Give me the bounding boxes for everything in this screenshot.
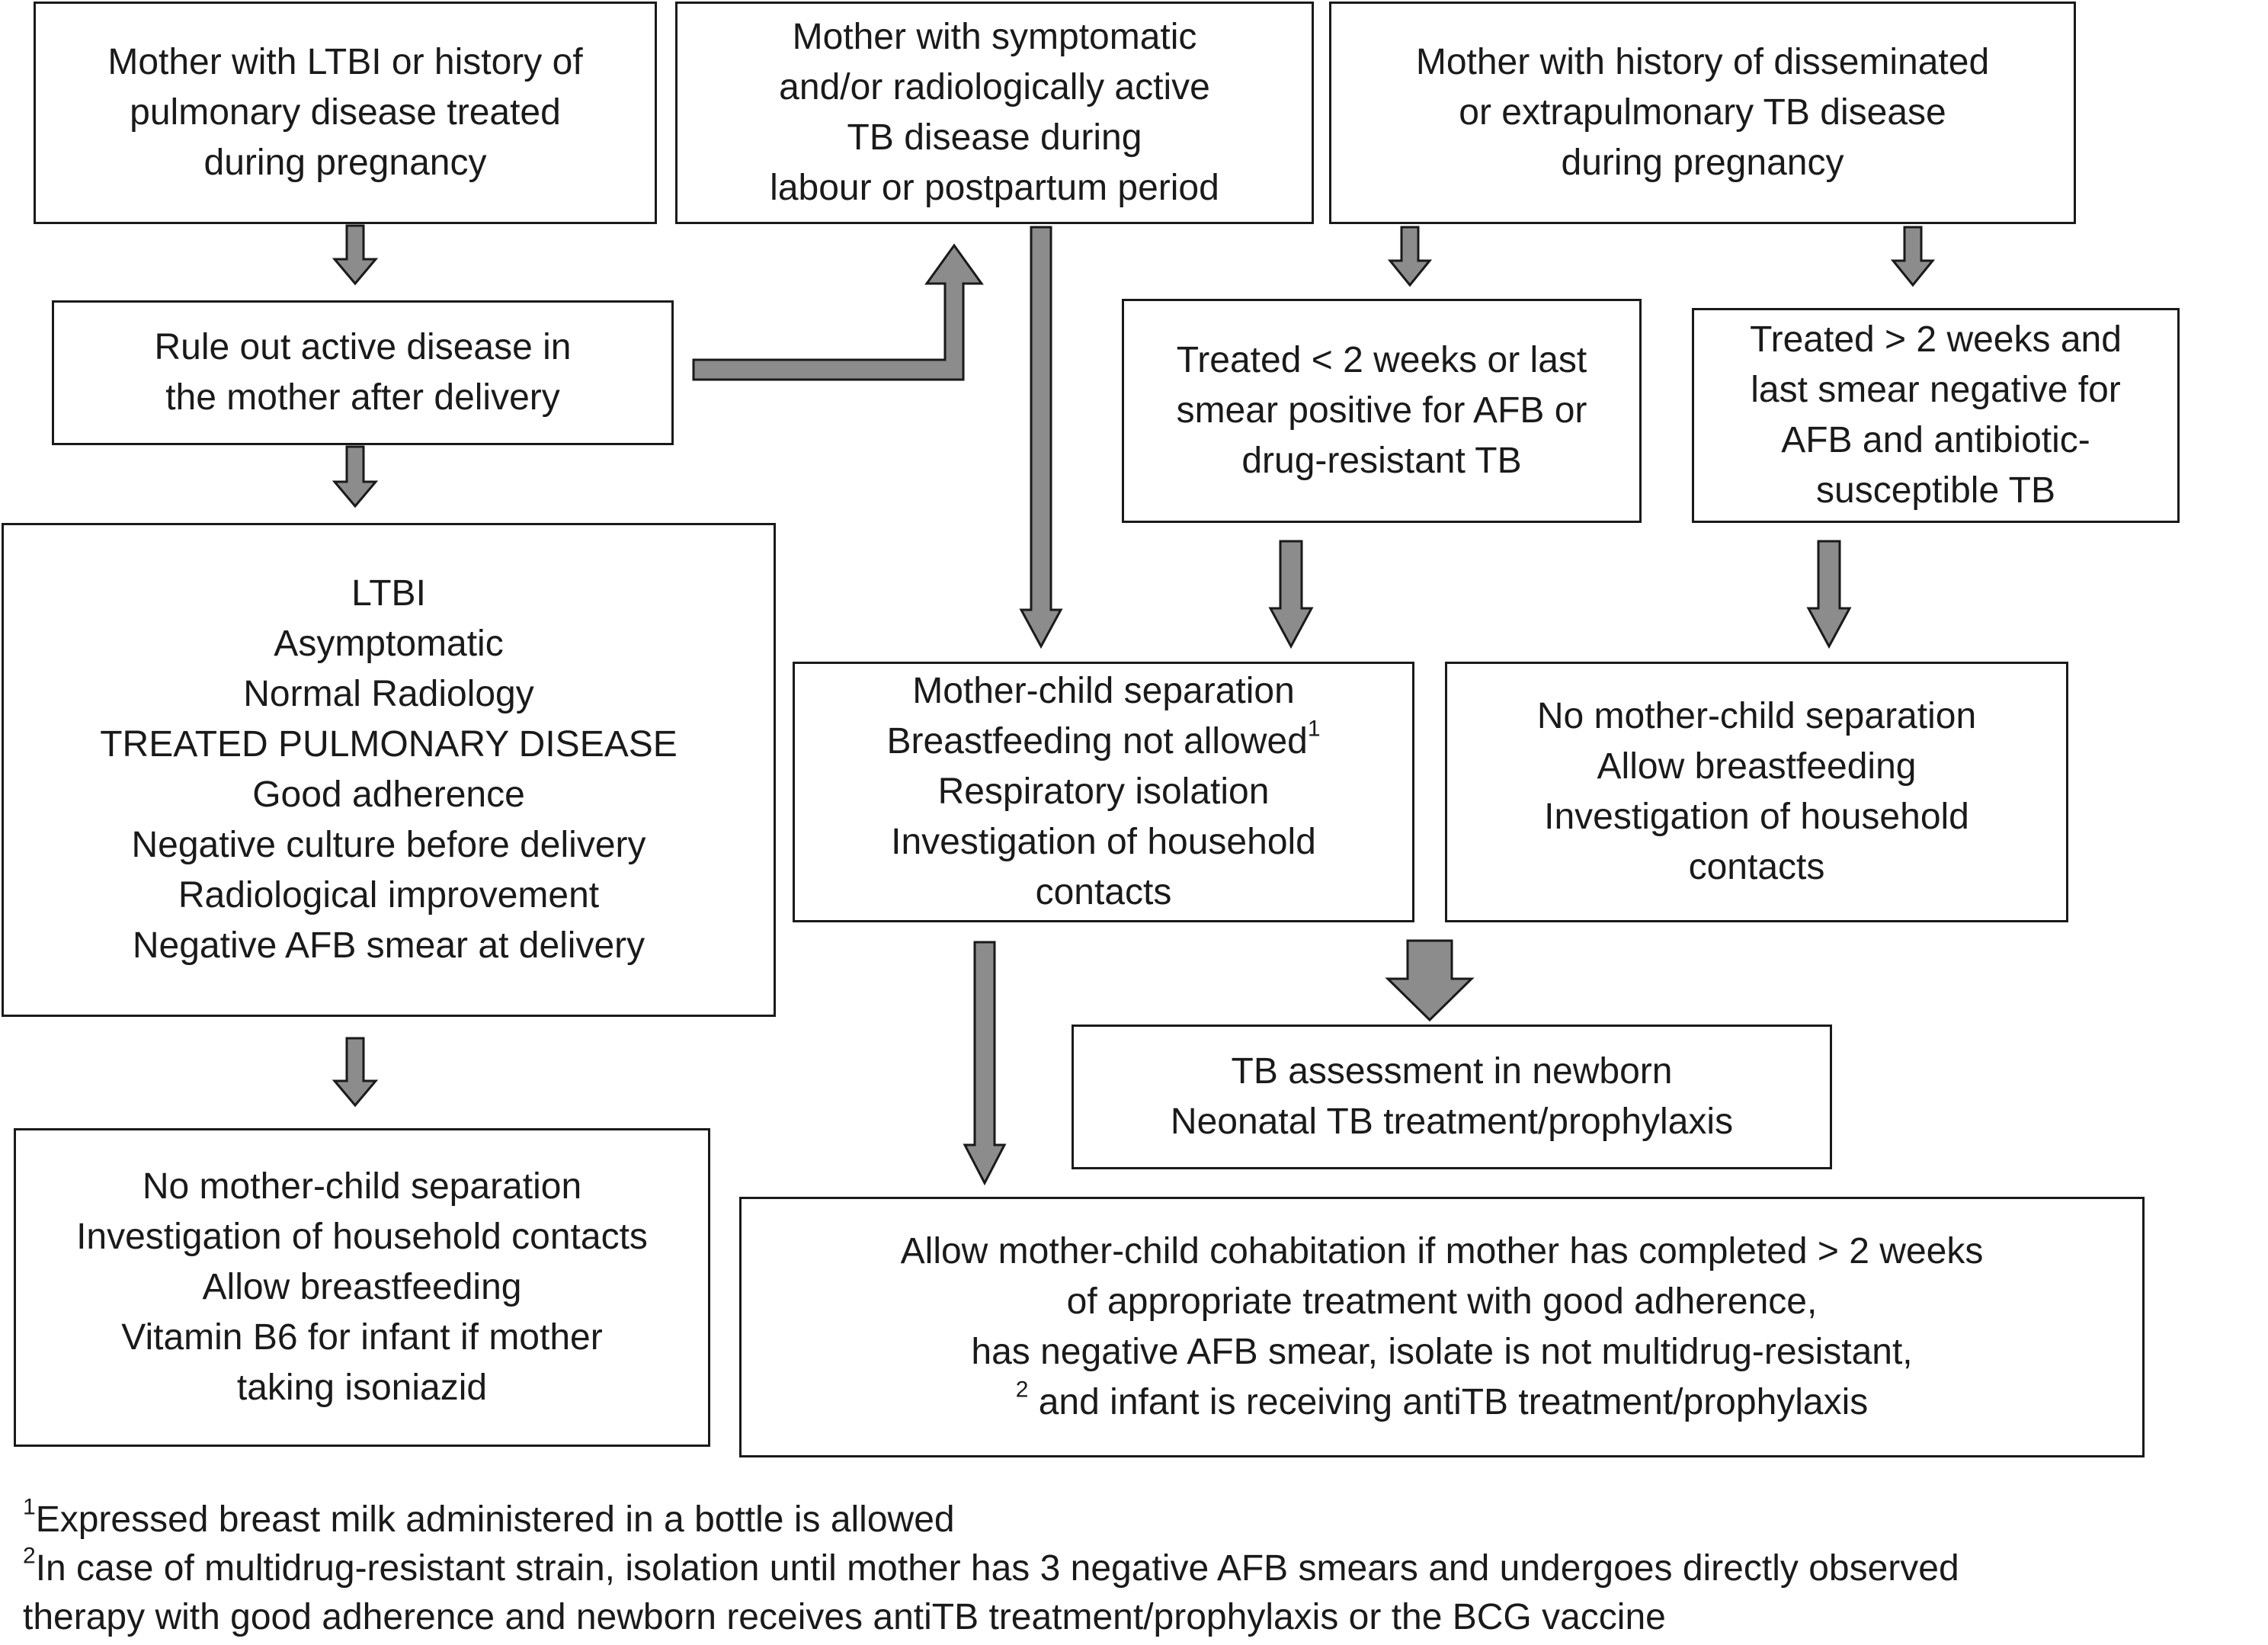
text-line: during pregnancy xyxy=(203,143,487,183)
arrow-down-icon xyxy=(1385,939,1475,1022)
text-line: Allow breastfeeding xyxy=(1597,746,1917,787)
box-mother-ltbi: Mother with LTBI or history of pulmonary… xyxy=(34,2,657,224)
text-line: Good adherence xyxy=(252,774,525,815)
box-ltbi-criteria: LTBI Asymptomatic Normal Radiology TREAT… xyxy=(2,523,776,1017)
box-cohabitation: Allow mother-child cohabitation if mothe… xyxy=(739,1197,2145,1457)
arrow-down-icon xyxy=(1019,226,1063,649)
text-span: Breastfeeding not allowed xyxy=(886,721,1308,762)
text-line: smear positive for AFB or xyxy=(1176,390,1587,431)
text-line: Rule out active disease in xyxy=(154,327,572,367)
text-line: contacts xyxy=(1035,872,1172,912)
footnote-text: In case of multidrug-resistant strain, i… xyxy=(35,1548,1959,1589)
box-treated-gt-2-weeks: Treated > 2 weeks and last smear negativ… xyxy=(1692,308,2180,523)
arrow-down-icon xyxy=(1268,540,1314,649)
text-line: Investigation of household xyxy=(891,822,1316,862)
text-line: Vitamin B6 for infant if mother xyxy=(121,1317,603,1358)
text-line: during pregnancy xyxy=(1561,143,1844,183)
box-treated-lt-2-weeks: Treated < 2 weeks or last smear positive… xyxy=(1122,299,1642,523)
footnote-1: 1Expressed breast milk administered in a… xyxy=(23,1496,955,1541)
footnote-text: Expressed breast milk administered in a … xyxy=(35,1499,955,1540)
text-line: susceptible TB xyxy=(1816,470,2055,511)
text-line: of appropriate treatment with good adher… xyxy=(1066,1281,1818,1322)
text-line: Allow mother-child cohabitation if mothe… xyxy=(900,1231,1984,1271)
text-line: Investigation of household xyxy=(1544,797,1969,837)
text-line: Mother with LTBI or history of xyxy=(107,42,583,82)
text-line: Mother with symptomatic xyxy=(792,17,1197,57)
text-line: and/or radiologically active xyxy=(779,67,1210,107)
text-line: Normal Radiology xyxy=(243,674,534,714)
text-line: Allow breastfeeding xyxy=(202,1267,522,1307)
footnote-marker: 1 xyxy=(23,1494,36,1520)
footnote-marker: 2 xyxy=(1015,1377,1029,1403)
box-tb-assessment: TB assessment in newborn Neonatal TB tre… xyxy=(1072,1025,1832,1169)
footnote-marker: 2 xyxy=(23,1543,36,1569)
box-separation: Mother-child separation Breastfeeding no… xyxy=(793,662,1414,922)
elbow-arrow-icon xyxy=(692,243,984,381)
text-line: Radiological improvement xyxy=(178,875,600,915)
box-rule-out: Rule out active disease in the mother af… xyxy=(52,300,674,445)
box-mother-symptomatic: Mother with symptomatic and/or radiologi… xyxy=(675,2,1314,224)
arrow-down-icon xyxy=(1387,226,1433,287)
text-line: drug-resistant TB xyxy=(1241,441,1522,481)
text-span: and infant is receiving antiTB treatment… xyxy=(1038,1382,1869,1422)
text-line: Asymptomatic xyxy=(274,624,504,664)
footnote-marker: 1 xyxy=(1307,716,1321,742)
text-line: TB disease during xyxy=(847,117,1142,158)
text-line: TREATED PULMONARY DISEASE xyxy=(100,724,678,765)
text-line: Breastfeeding not allowed1 xyxy=(886,717,1320,767)
box-no-separation-left: No mother-child separation Investigation… xyxy=(14,1128,710,1447)
text-line: Treated > 2 weeks and xyxy=(1750,319,2122,360)
text-line: TB assessment in newborn xyxy=(1231,1051,1673,1092)
text-line: Respiratory isolation xyxy=(937,771,1270,812)
arrow-down-icon xyxy=(332,1037,379,1108)
text-line: Negative culture before delivery xyxy=(131,825,646,865)
text-line: 2 and infant is receiving antiTB treatme… xyxy=(1016,1377,1869,1428)
box-no-separation-right: No mother-child separation Allow breastf… xyxy=(1445,662,2068,922)
text-line: labour or postpartum period xyxy=(770,168,1219,208)
box-mother-disseminated: Mother with history of disseminated or e… xyxy=(1329,2,2076,224)
text-line: contacts xyxy=(1688,847,1825,887)
text-line: pulmonary disease treated xyxy=(130,92,561,133)
text-line: taking isoniazid xyxy=(236,1368,488,1408)
text-line: has negative AFB smear, isolate is not m… xyxy=(971,1332,1913,1372)
footnote-2: 2In case of multidrug-resistant strain, … xyxy=(23,1543,1959,1590)
text-line: Negative AFB smear at delivery xyxy=(132,925,645,966)
text-line: Treated < 2 weeks or last xyxy=(1176,340,1587,380)
arrow-down-icon xyxy=(332,445,379,508)
text-line: No mother-child separation xyxy=(142,1166,582,1207)
arrow-down-icon xyxy=(1806,540,1852,649)
text-line: last smear negative for xyxy=(1751,370,2121,410)
text-line: AFB and antibiotic- xyxy=(1781,420,2090,460)
text-line: Mother with history of disseminated xyxy=(1415,42,1990,82)
text-line: the mother after delivery xyxy=(165,377,560,418)
footnote-2-continued: therapy with good adherence and newborn … xyxy=(23,1596,1666,1639)
text-line: Neonatal TB treatment/prophylaxis xyxy=(1170,1101,1734,1142)
text-line: Investigation of household contacts xyxy=(76,1217,648,1257)
text-line: or extrapulmonary TB disease xyxy=(1459,92,1946,133)
text-line: Mother-child separation xyxy=(912,671,1295,711)
arrow-down-icon xyxy=(332,224,379,286)
arrow-down-icon xyxy=(963,941,1007,1186)
text-line: LTBI xyxy=(351,573,426,614)
text-line: No mother-child separation xyxy=(1536,696,1977,736)
footnote-text: therapy with good adherence and newborn … xyxy=(23,1597,1666,1637)
arrow-down-icon xyxy=(1890,226,1936,287)
